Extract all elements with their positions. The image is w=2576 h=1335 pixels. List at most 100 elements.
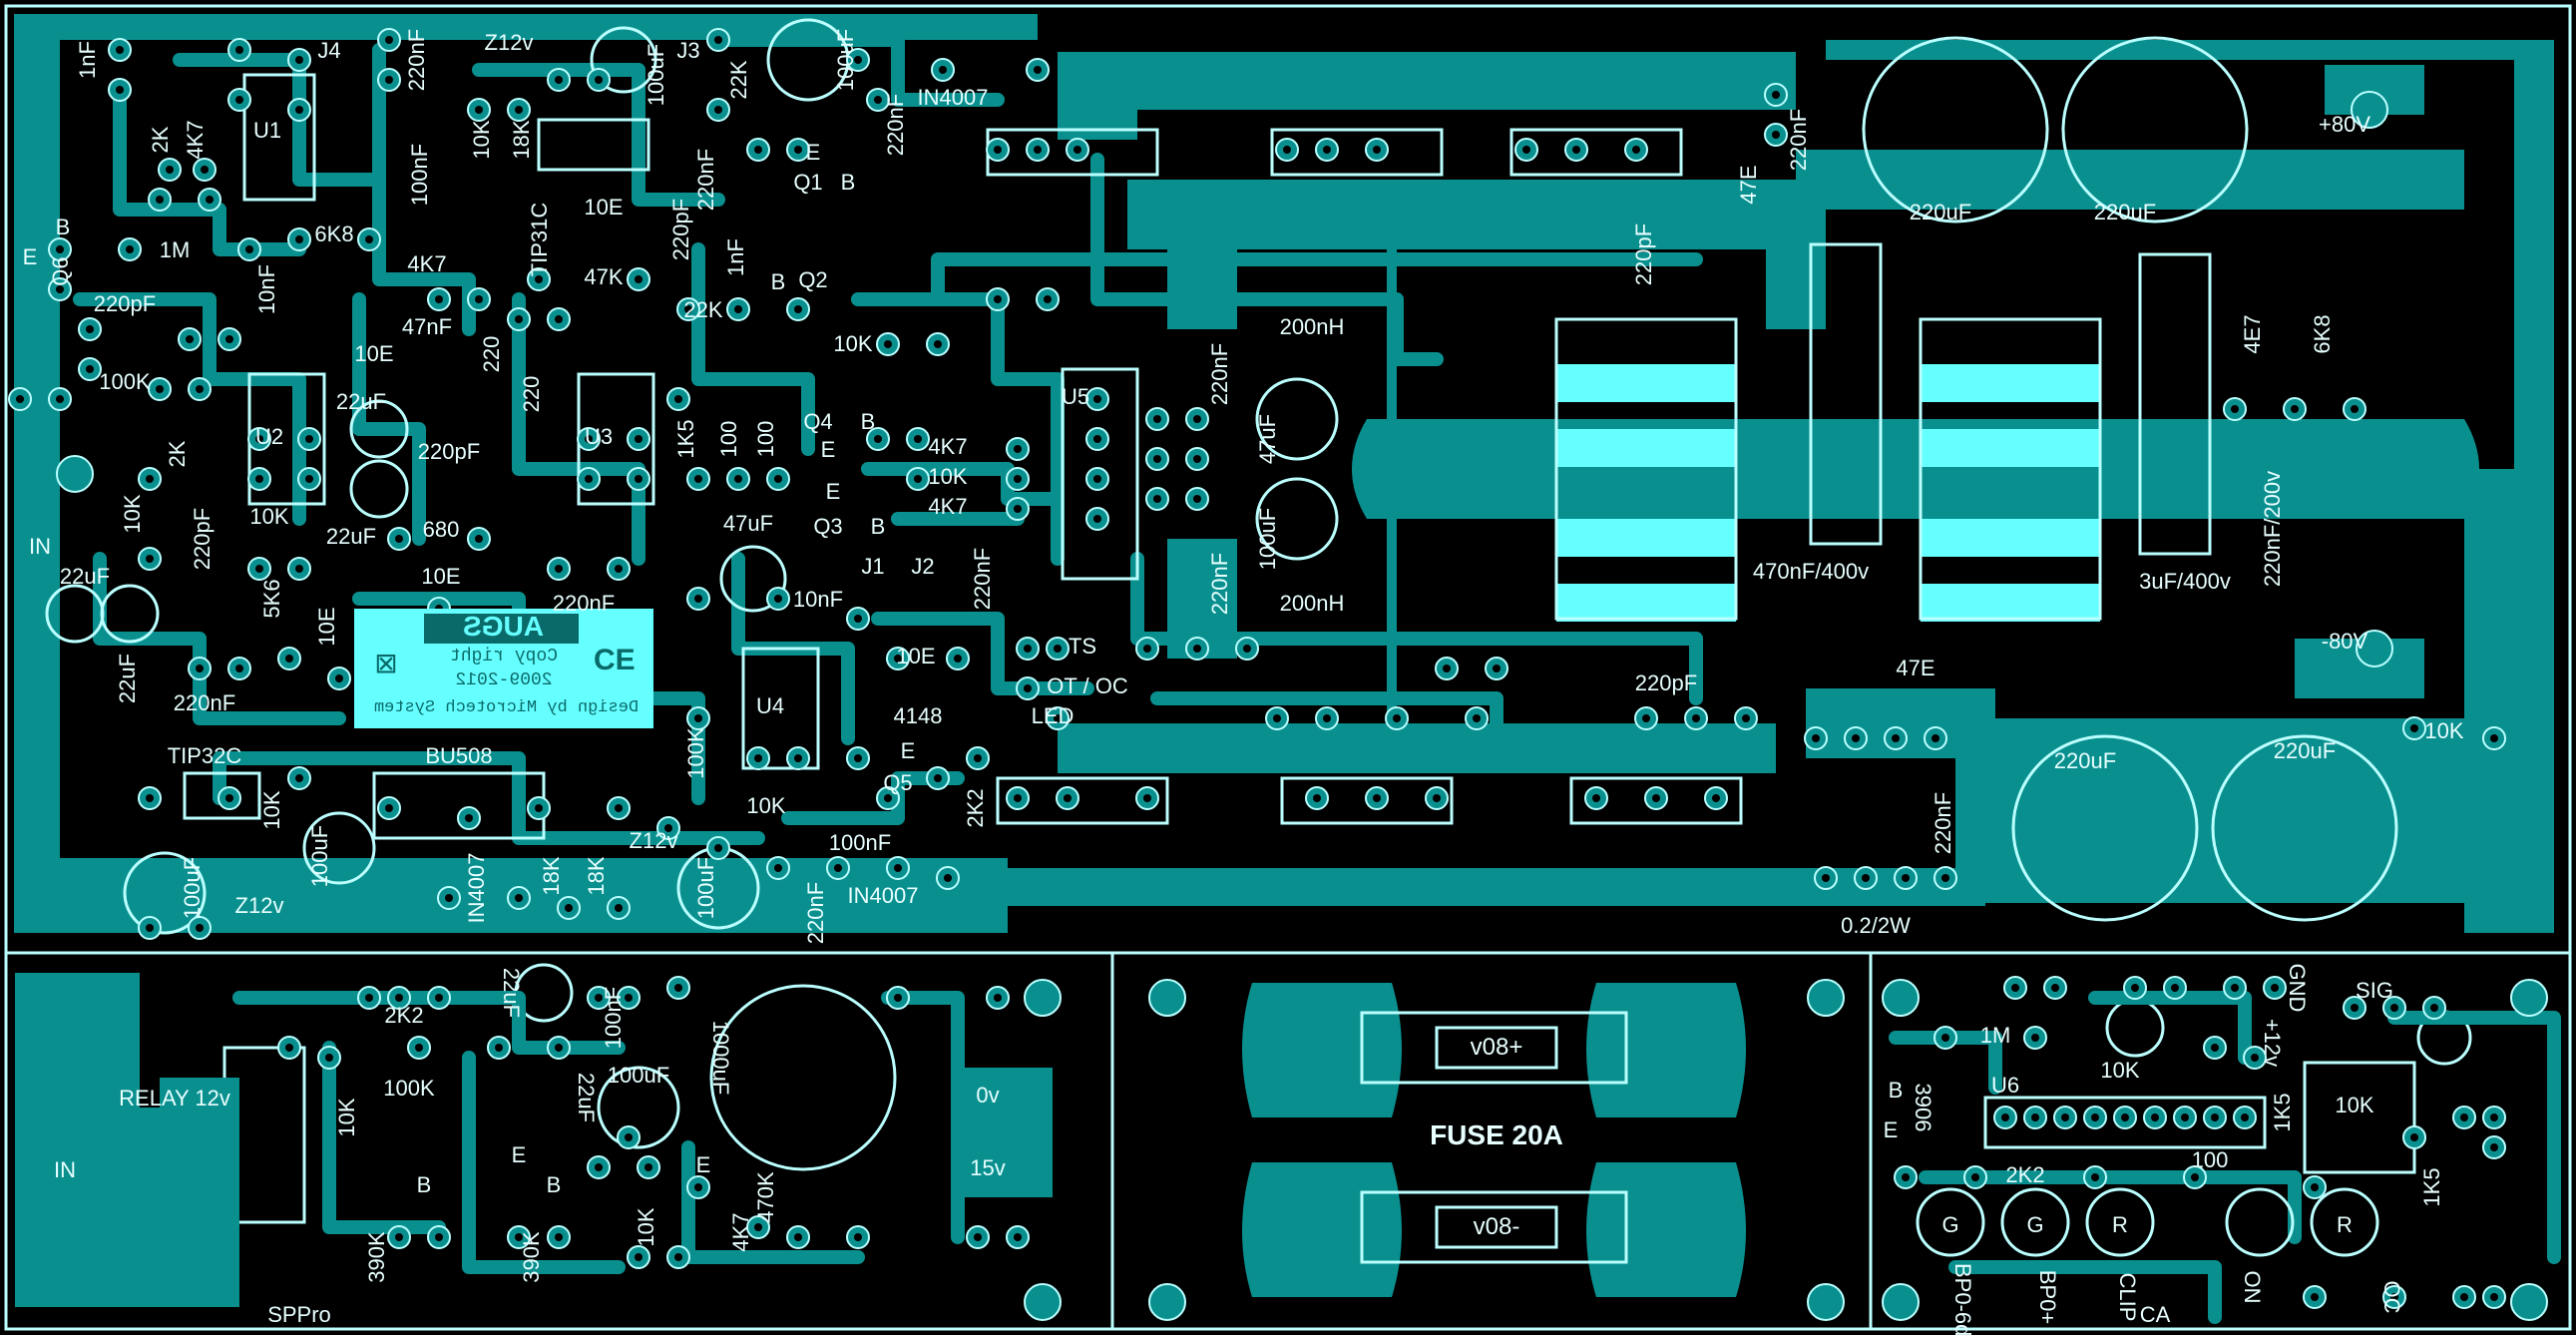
silkscreen-label: IN4007 [918,85,989,110]
pad-drill-hole [954,655,962,663]
silkscreen-label: U5 [1062,384,1089,409]
silkscreen-label: 0v [976,1083,999,1108]
silkscreen-label: 680 [423,517,460,542]
silkscreen-label: 1K5 [673,419,698,458]
silkscreen-label: 100nF [829,830,891,855]
silkscreen-label: 10K [634,1207,658,1246]
silkscreen-label: 18K [584,856,609,895]
pad-drill-hole [854,754,862,762]
pad-drill-hole [794,146,802,154]
silkscreen-label: 220pF [94,291,156,316]
pad-drill-hole [694,595,702,603]
pad-drill-hole [395,994,403,1002]
pad-drill-hole [126,245,134,253]
silkscreen-label: TIP31C [527,203,552,277]
silkscreen-label: +12v [2260,1019,2285,1067]
silkscreen-label: 10K [259,790,284,829]
pad-drill-hole [834,864,842,872]
silkscreen-label: 200nH [1280,591,1345,616]
pad-drill-hole [595,1163,603,1171]
silkscreen-label: 220pF [668,199,693,260]
silkscreen-label: 2K2 [963,788,988,827]
silkscreen-label: 10K [2335,1093,2373,1117]
silkscreen-label: U6 [1991,1073,2019,1098]
silkscreen-label: 100uF [307,825,332,887]
pad-drill-hole [2490,1293,2498,1301]
pad-drill-hole [625,1133,633,1141]
silkscreen-label: 220pF [1635,670,1697,695]
pad-drill-hole [734,305,742,313]
silkscreen-label: B [861,409,876,434]
silkscreen-label: CLIP [2115,1273,2140,1322]
pad-drill-hole [874,435,882,443]
pad-drill-hole [555,565,563,573]
pad-drill-hole [914,435,922,443]
pad-drill-hole [1941,1034,1949,1042]
pad-drill-hole [884,794,892,802]
silkscreen-label: J4 [317,38,340,63]
silkscreen-label: 220uF [2094,200,2156,224]
pad-drill-hole [1193,415,1201,423]
silkscreen-label: B [56,215,71,239]
pad-drill-hole [245,245,253,253]
pad-drill-hole [295,235,303,243]
silkscreen-label: 4148 [894,703,943,728]
silkscreen-label: SIG [2356,978,2393,1003]
pad-drill-hole [1592,794,1600,802]
silkscreen-label: Q6 [48,256,73,285]
pad-drill-hole [854,1233,862,1241]
silkscreen-label: LED [1032,703,1074,728]
silkscreen-label: E [23,244,38,269]
silkscreen-label: R [2112,1212,2128,1237]
silkscreen-label: 10K [2424,718,2463,743]
silkscreen-label: 390K [519,1231,544,1283]
pad-drill-hole [934,340,942,348]
silkscreen-label: B [871,514,886,539]
pad-drill-hole [894,864,902,872]
silkscreen-label: 1nF [75,41,100,79]
silkscreen-label: 4K7 [407,251,446,276]
pad-drill-hole [674,984,682,992]
pad-drill-hole [2171,984,2179,992]
pad-drill-hole [385,804,393,812]
silkscreen-label: 100uF [644,44,668,106]
pad-drill-hole [635,1253,643,1261]
pad-drill-hole [1014,1233,1022,1241]
pad-drill-hole [2251,1054,2259,1062]
pad-drill-hole [325,1054,333,1062]
fuse-caption: FUSE 20A [1430,1119,1563,1150]
pad-drill-hole [2211,1113,2219,1121]
silkscreen-label: 10E [896,644,935,668]
mounting-holes [56,91,2548,1321]
silkscreen-label: 10K [249,504,288,529]
pad-drill-hole [555,1233,563,1241]
silkscreen-label: 220nF [1207,553,1232,615]
pad-drill-hole [2271,984,2279,992]
silkscreen-label: 4E7 [2240,314,2265,353]
silkscreen-label: 10E [421,564,460,589]
pad-drill-hole [515,106,523,114]
silkscreen-label: 220nF [553,591,615,616]
silkscreen-label: 10K [2100,1058,2139,1083]
pad-drill-hole [56,395,64,403]
pad-drill-hole [206,196,214,204]
pad-drill-hole [625,994,633,1002]
pad-drill-hole [1193,455,1201,463]
pad-drill-hole [974,754,982,762]
pad-drill-hole [1093,435,1101,443]
pad-drill-hole [914,475,922,483]
silkscreen-label: 1nF [723,238,748,276]
pad-drill-hole [295,565,303,573]
silkscreen-label: E [901,738,916,763]
pad-drill-hole [1473,714,1481,722]
pad-drill-hole [435,994,443,1002]
silkscreen-label: 100uF [833,29,858,91]
pad-drill-hole [854,56,862,64]
pad-drill-hole [1283,146,1291,154]
pad-drill-hole [1153,495,1161,503]
silkscreen-label: OT / OC [1047,673,1128,698]
pad-drill-hole [235,96,243,104]
pad-drill-hole [2311,1183,2319,1191]
pad-drill-hole [156,385,164,393]
silkscreen-label: 10E [354,341,393,366]
